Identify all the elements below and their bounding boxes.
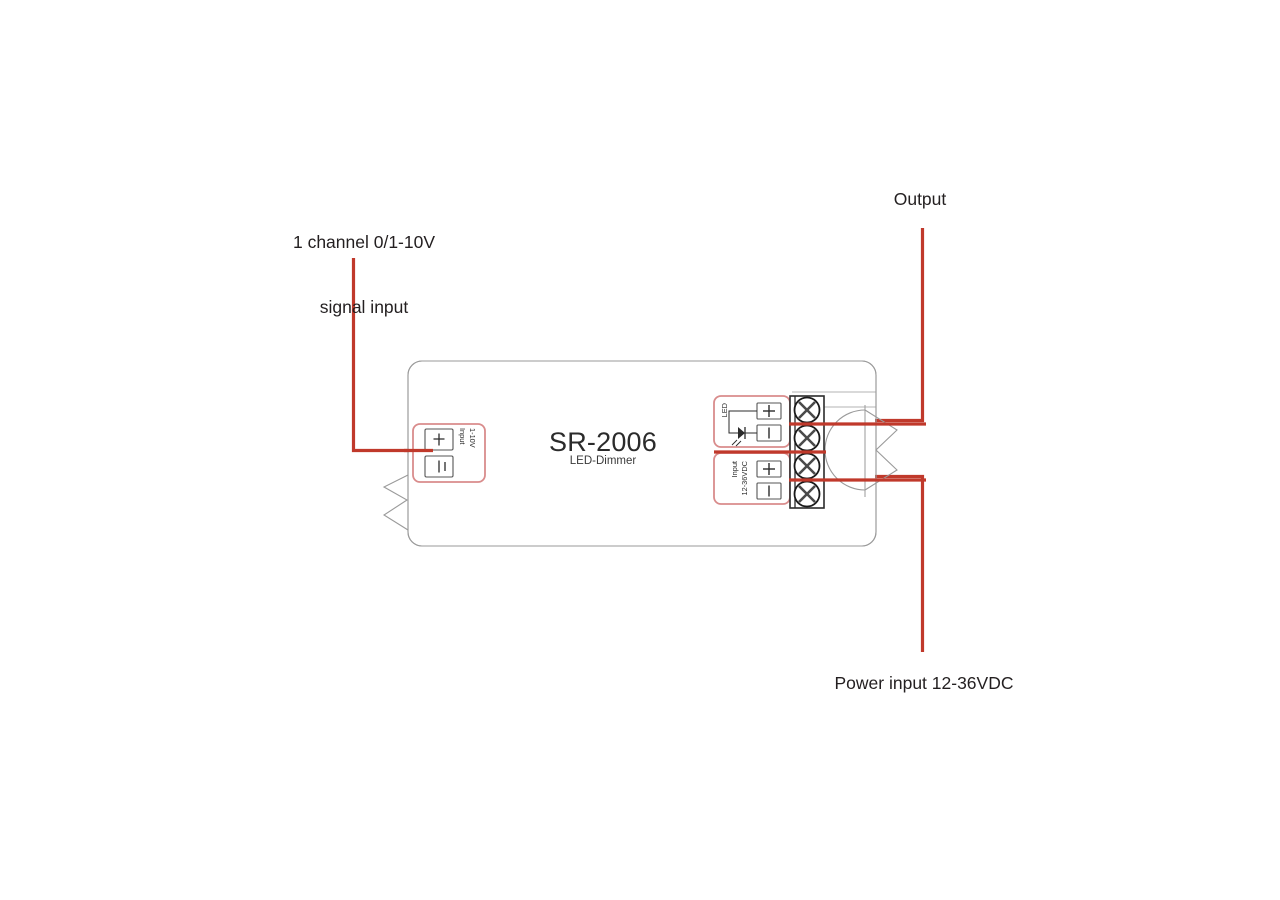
- left-edge-notch: [382, 474, 409, 531]
- signal-terminal-label-line1: Input: [458, 428, 467, 445]
- screw-heads: [793, 396, 821, 508]
- annotation-power-input: Power input 12-36VDC: [834, 673, 1014, 693]
- annotation-signal-input-line2: signal input: [319, 297, 409, 318]
- signal-terminal-label-line2: 1-10V: [468, 428, 477, 448]
- device-subtitle-label: LED-Dimmer: [569, 455, 637, 467]
- device-model-label: SR-2006: [549, 427, 657, 457]
- annotation-signal-input: 1 channel 0/1-10V signal input: [258, 188, 470, 363]
- annotation-output: Output: [893, 189, 947, 209]
- annotation-signal-input-line1: 1 channel 0/1-10V: [292, 231, 436, 252]
- signal-pin-1-glyph: [433, 433, 445, 446]
- screw-terminal-4: [793, 480, 821, 508]
- screw-terminal-1: [793, 396, 821, 424]
- right-circle-shape: [824, 409, 866, 491]
- led-diode-symbol: [731, 427, 746, 447]
- power-terminal-label-line2: 12-36VDC: [740, 461, 749, 496]
- led-terminal-label: LED: [720, 403, 729, 418]
- device-enclosure-outline-top: [407, 360, 877, 547]
- power-terminal-label-line1: Input: [730, 461, 739, 478]
- led-circuit-trace: [728, 410, 757, 434]
